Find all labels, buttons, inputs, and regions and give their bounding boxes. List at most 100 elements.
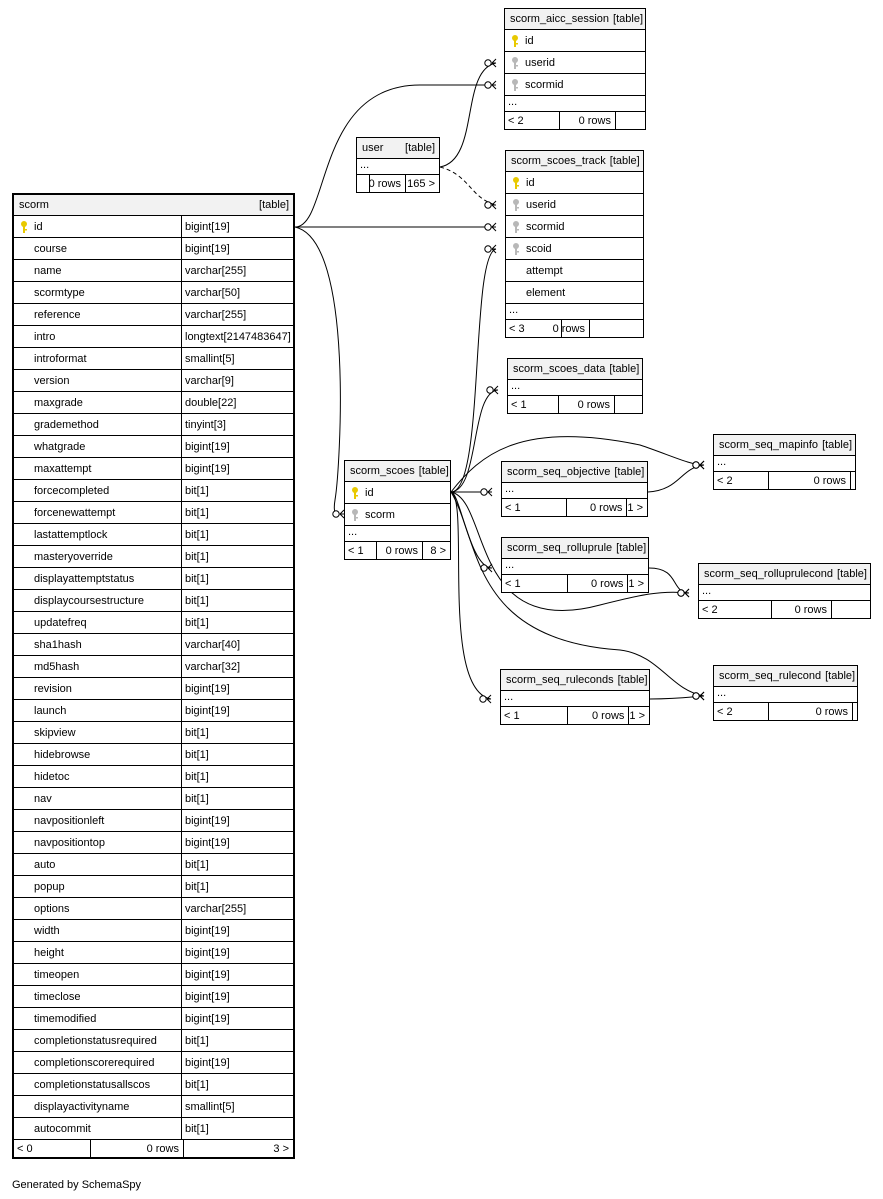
parents-count[interactable]: < 1: [511, 398, 527, 411]
parents-count[interactable]: < 2: [702, 603, 718, 616]
table-row[interactable]: scormid: [506, 216, 643, 238]
parents-count[interactable]: < 1: [348, 544, 364, 557]
children-count[interactable]: [831, 601, 870, 618]
parents-count[interactable]: < 2: [717, 474, 733, 487]
children-count[interactable]: [852, 703, 857, 720]
parents-count[interactable]: < 1: [505, 501, 521, 514]
parents-count[interactable]: < 3: [509, 322, 525, 335]
column-name: grademethod: [34, 418, 99, 431]
children-count[interactable]: 3 >: [183, 1140, 293, 1157]
parents-count[interactable]: < 0: [17, 1142, 33, 1155]
table-row[interactable]: scormid: [505, 74, 645, 96]
children-count[interactable]: [850, 472, 855, 489]
children-count[interactable]: 1 >: [627, 575, 648, 592]
table-type: [table]: [617, 674, 648, 686]
children-count[interactable]: 1 >: [626, 499, 647, 516]
column-name: displayattemptstatus: [34, 572, 135, 585]
children-count[interactable]: [589, 320, 643, 337]
table-row[interactable]: attempt: [506, 260, 643, 282]
table-row[interactable]: id: [505, 30, 645, 52]
children-count[interactable]: [615, 112, 645, 129]
table-row[interactable]: userid: [505, 52, 645, 74]
parents-count[interactable]: [357, 175, 369, 192]
children-count[interactable]: 8 >: [422, 542, 450, 559]
parents-count[interactable]: < 1: [504, 709, 520, 722]
row-count: 0 rows: [558, 396, 614, 413]
children-count[interactable]: 165 >: [405, 175, 439, 192]
table-row[interactable]: id: [345, 482, 450, 504]
table-row[interactable]: scoid: [506, 238, 643, 260]
table-row[interactable]: element: [506, 282, 643, 304]
children-count[interactable]: [614, 396, 642, 413]
table-row[interactable]: id: [506, 172, 643, 194]
column-name: displaycoursestructure: [34, 594, 145, 607]
parents-count[interactable]: < 2: [717, 705, 733, 718]
table-row[interactable]: scorm: [345, 504, 450, 526]
table-row[interactable]: userid: [506, 194, 643, 216]
parents-count[interactable]: < 1: [505, 577, 521, 590]
children-count[interactable]: 1 >: [628, 707, 649, 724]
parents-count[interactable]: < 2: [508, 114, 524, 127]
row-count: 0 rows: [767, 472, 850, 489]
relationship-line: [450, 389, 499, 493]
relationship-line: [439, 166, 497, 206]
key-slot: [506, 198, 526, 211]
table-name: user: [362, 142, 384, 154]
